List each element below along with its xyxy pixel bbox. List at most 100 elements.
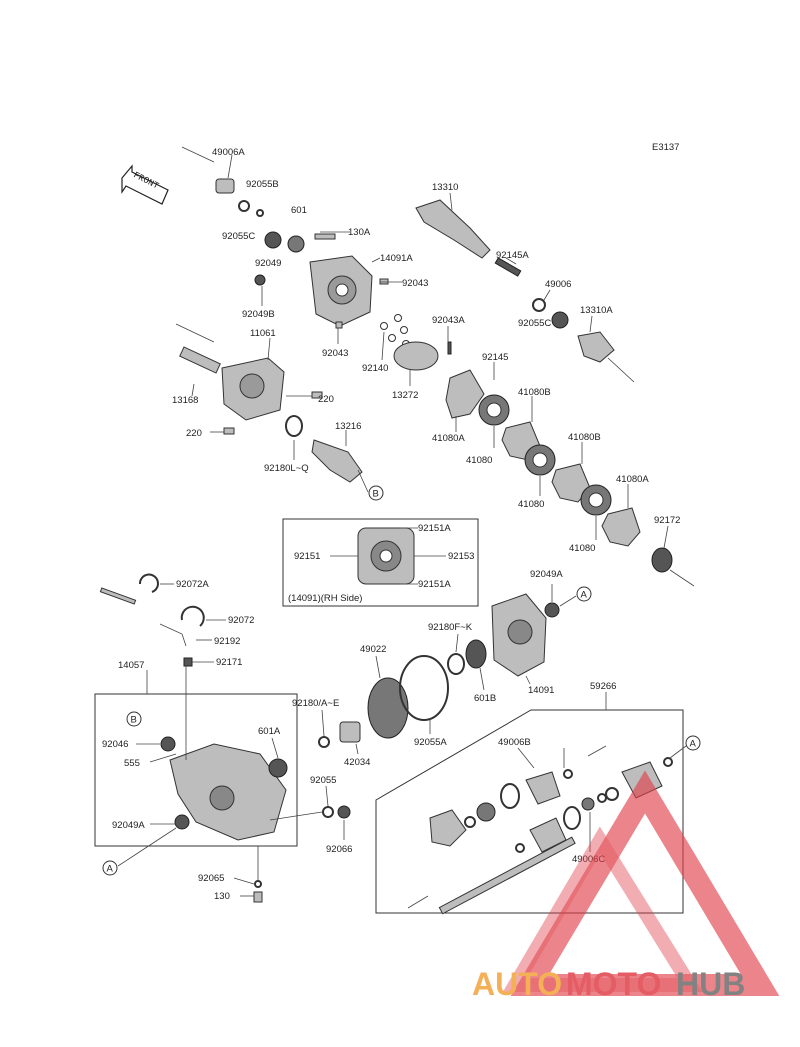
marker-a-right: A <box>576 586 592 602</box>
boot-49006b <box>525 771 561 805</box>
marker-b-top: B <box>368 485 384 501</box>
shim-92180a <box>318 736 330 748</box>
callout-92049a-left: 92049A <box>112 820 145 831</box>
inset-box <box>282 518 479 607</box>
axle-shaft <box>438 836 576 915</box>
hose-92192 <box>159 623 187 647</box>
clamp-92171 <box>183 657 193 667</box>
callout-13168: 13168 <box>172 395 198 406</box>
callout-92055: 92055 <box>310 775 336 786</box>
callout-92043a: 92043A <box>432 315 465 326</box>
callout-41080-1: 41080 <box>466 455 492 466</box>
seal-49006c <box>581 797 595 811</box>
plug-92066 <box>337 805 351 819</box>
callout-49006c: 49006C <box>572 854 605 865</box>
oil-seal-49006a <box>215 178 235 194</box>
callout-92055c-mid: 92055C <box>518 318 551 329</box>
bolt-220 <box>311 391 323 399</box>
callout-92049b: 92049B <box>242 309 275 320</box>
bearing-601a <box>268 758 288 778</box>
callout-92172: 92172 <box>654 515 680 526</box>
pin-rod <box>99 587 137 605</box>
callout-13310: 13310 <box>432 182 458 193</box>
callout-labels: 49006A 92055B 92055C 601 130A 92049 1409… <box>102 147 680 902</box>
callout-41080-2: 41080 <box>518 499 544 510</box>
shaft-13168 <box>179 346 221 374</box>
callout-49022: 49022 <box>360 644 386 655</box>
callout-130a: 130A <box>348 227 371 238</box>
callout-13310a: 13310A <box>580 305 613 316</box>
plate-41080b-2 <box>551 463 591 503</box>
callout-92145: 92145 <box>482 352 508 363</box>
marker-b-left: B <box>126 711 142 727</box>
diagram-code: E3137 <box>652 142 679 153</box>
spring-92145a <box>494 257 522 277</box>
steel-plate-41080a <box>445 369 485 419</box>
rear-case-parts <box>94 573 560 903</box>
callout-92140: 92140 <box>362 363 388 374</box>
watermark-moto: MOTO <box>566 966 661 1002</box>
callout-220-left: 220 <box>186 428 202 439</box>
pinion-13216 <box>311 439 363 483</box>
inset-caption: (14091)(RH Side) <box>288 593 362 604</box>
callout-601: 601 <box>291 205 307 216</box>
callout-59266: 59266 <box>590 681 616 692</box>
callout-41080b-1: 41080B <box>518 387 551 398</box>
seal-92049a-right <box>544 602 560 618</box>
svg-text:B: B <box>373 489 379 500</box>
callout-14091: 14091 <box>528 685 554 696</box>
leader-lines <box>117 154 687 897</box>
bearing-601b <box>465 639 487 669</box>
marker-a-left: A <box>102 860 118 876</box>
dowel-92043-lower <box>335 321 343 329</box>
callout-92055a: 92055A <box>414 737 447 748</box>
seal-49006 <box>551 311 569 329</box>
callout-92151a-bottom: 92151A <box>418 579 451 590</box>
callout-13216: 13216 <box>335 421 361 432</box>
callout-92151: 92151 <box>294 551 320 562</box>
callout-41080-3: 41080 <box>569 543 595 554</box>
callout-92055c-top: 92055C <box>222 231 255 242</box>
callout-92072: 92072 <box>228 615 254 626</box>
svg-text:A: A <box>690 739 697 750</box>
callout-92072a: 92072A <box>176 579 209 590</box>
callout-49006a: 49006A <box>212 147 245 158</box>
callout-92043-right: 92043 <box>402 278 428 289</box>
case-group-box-14057 <box>94 693 298 847</box>
ring-gear-49022 <box>367 677 409 739</box>
o-ring-92055c <box>238 200 250 212</box>
shaft-clutch-parts <box>380 199 695 587</box>
callout-601a: 601A <box>258 726 281 737</box>
watermark-hub: HUB <box>676 966 745 1002</box>
clip-92072 <box>180 605 205 627</box>
callout-220-right: 220 <box>318 394 334 405</box>
front-arrow-icon: FRONT <box>121 164 169 205</box>
watermark-auto: AUTO <box>472 966 562 1002</box>
automotohub-watermark: AUTO MOTO HUB <box>472 770 780 1002</box>
ball-bearing-601 <box>287 235 305 253</box>
shim-92055a <box>399 655 449 721</box>
callout-14057: 14057 <box>118 660 144 671</box>
dowel-92043 <box>379 278 389 285</box>
outer-joint <box>429 809 467 847</box>
plate-41080a-2 <box>601 507 641 547</box>
callout-49006b: 49006B <box>498 737 531 748</box>
callout-92180l-q: 92180L~Q <box>264 463 309 474</box>
callout-92153: 92153 <box>448 551 474 562</box>
callout-92055b: 92055B <box>246 179 279 190</box>
joint-13310a <box>577 331 615 363</box>
marker-a-kit: A <box>685 735 701 751</box>
kit-box-59266 <box>375 709 684 914</box>
shim-92180f <box>447 653 465 675</box>
boot-inner <box>529 817 567 853</box>
inset-case-view <box>357 527 415 585</box>
callout-49006: 49006 <box>545 279 571 290</box>
shaft-13310 <box>415 199 491 259</box>
callout-41080b-2: 41080B <box>568 432 601 443</box>
svg-text:B: B <box>131 715 137 726</box>
callout-13272: 13272 <box>392 390 418 401</box>
callout-601b: 601B <box>474 693 496 704</box>
nut-92046 <box>160 736 176 752</box>
o-ring-92055 <box>322 806 334 818</box>
